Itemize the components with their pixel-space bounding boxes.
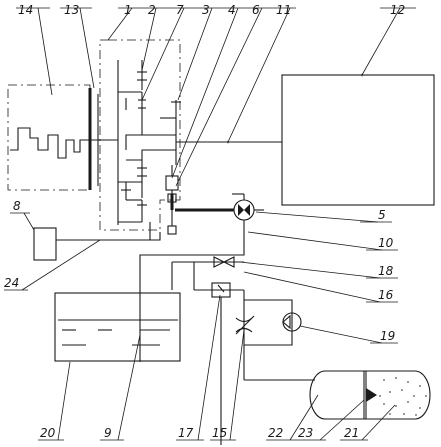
callout-15: 15 — [212, 426, 227, 440]
callout-10: 10 — [378, 236, 394, 250]
component-8-box — [33, 222, 161, 261]
callout-9: 9 — [104, 426, 112, 440]
hydraulic-lines — [139, 220, 315, 445]
callout-8: 8 — [13, 199, 21, 213]
callout-3: 3 — [202, 3, 210, 17]
component-14-input-unit — [7, 84, 118, 191]
component-5-pump — [170, 193, 264, 221]
callout-19: 19 — [380, 329, 395, 343]
callout-6: 6 — [252, 3, 260, 17]
top-leader-lines — [16, 7, 416, 187]
callout-22: 22 — [268, 426, 283, 440]
callout-12: 12 — [390, 3, 405, 17]
callout-7: 7 — [176, 3, 184, 17]
callout-13: 13 — [64, 3, 79, 17]
callout-2: 2 — [148, 3, 156, 17]
callout-21: 21 — [344, 426, 359, 440]
callout-20: 20 — [40, 426, 56, 440]
component-1-gear-housing — [99, 39, 181, 235]
callout-labels: 14 13 1 2 7 3 4 6 11 12 8 24 5 10 18 16 … — [4, 3, 405, 440]
callout-23: 23 — [298, 426, 313, 440]
component-20-tank — [54, 292, 181, 362]
bottom-leader-lines — [4, 212, 396, 441]
right-leader-lines — [239, 211, 398, 344]
callout-14: 14 — [18, 3, 33, 17]
callout-17: 17 — [178, 426, 194, 440]
callout-4: 4 — [228, 3, 236, 17]
callout-16: 16 — [378, 288, 394, 302]
callout-18: 18 — [378, 264, 394, 278]
callout-5: 5 — [378, 208, 386, 222]
accumulator-21-22-23 — [309, 370, 431, 420]
callout-24: 24 — [4, 276, 19, 290]
callout-1: 1 — [124, 3, 132, 17]
gas-stipple — [379, 377, 427, 416]
component-12-box — [281, 74, 435, 206]
callout-11: 11 — [276, 3, 291, 17]
